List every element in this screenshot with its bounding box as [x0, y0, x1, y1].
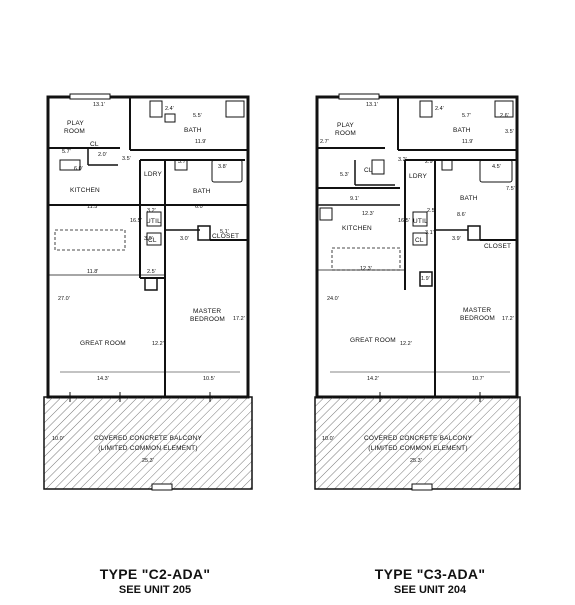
c2-subtitle: SEE UNIT 205 [118, 584, 192, 596]
c3-balcony-area [314, 396, 521, 490]
c3-balcony-label-2: (LIMITED COMMON ELEMENT) [368, 445, 467, 452]
c3-dim-123: 12.3' [362, 211, 374, 217]
c3-subtitle: SEE UNIT 204 [393, 584, 467, 596]
c2-dim-105: 10.5' [203, 376, 215, 382]
c3-dim-27: 2.7' [320, 139, 329, 145]
c3-dim-25: 2.5' [427, 208, 436, 214]
c2-play-room-label-2: ROOM [64, 128, 85, 135]
c3-dim-24: 2.4' [435, 106, 444, 112]
c3-dim-19: 1.9' [421, 276, 430, 282]
c2-dim-100: 10.0' [52, 436, 64, 442]
c3-great-room-label: GREAT ROOM [350, 337, 396, 344]
c3-dim-53: 5.3' [340, 172, 349, 178]
c3-cl2-label: CL [415, 237, 424, 244]
c3-dim-142: 14.2' [367, 376, 379, 382]
c2-bath-top-label: BATH [184, 127, 202, 134]
c2-dim-122: 12.2' [152, 341, 164, 347]
c3-dim-32: 3.2' [398, 157, 407, 163]
c3-dim-39: 3.9' [452, 236, 461, 242]
c2-dim-55: 5.5' [193, 113, 202, 119]
c3-dim-172: 17.2' [502, 316, 514, 322]
c2-dim-bath: 11.9' [195, 139, 206, 145]
c2-master-label: MASTER [193, 308, 221, 315]
c2-kitchen-label: KITCHEN [70, 187, 100, 194]
c2-bath-mid-label: BATH [193, 188, 211, 195]
c3-caption: TYPE "C3-ADA" SEE UNIT 204 [345, 566, 515, 596]
c2-dim-30: 3.0' [180, 236, 189, 242]
c3-dim-91: 9.1' [350, 196, 359, 202]
c3-dim-57: 5.7' [462, 113, 471, 119]
c2-title: TYPE "C2-ADA" [99, 566, 211, 582]
c3-dim-45: 4.5' [492, 164, 501, 170]
c2-dim-32: 3.2' [147, 208, 156, 214]
c2-dim-24: 2.4' [165, 106, 174, 112]
c3-dim-31: 3.1' [425, 230, 434, 236]
c3-dim-29: 2.9' [425, 159, 434, 165]
c3-dim-35: 3.5' [505, 129, 514, 135]
c2-dim-60b: 6.0' [195, 204, 204, 210]
c3-balcony-label: COVERED CONCRETE BALCONY [364, 435, 473, 442]
c2-dim-143: 14.3' [97, 376, 109, 382]
c3-master-label: MASTER [463, 307, 491, 314]
c2-outer-wall [46, 95, 250, 399]
c2-dim-39: 3.9' [144, 236, 153, 242]
c2-dim-51: 5.1' [220, 229, 229, 235]
c2-closet-label: CLOSET [212, 233, 239, 240]
plan-c2-ada [43, 93, 253, 491]
c3-dim-165: 16.5' [398, 218, 410, 224]
c3-dim-26: 2.6' [500, 113, 509, 119]
c3-closet-label: CLOSET [484, 243, 511, 250]
c2-dim-35: 3.5' [122, 156, 131, 162]
c3-master-label-2: BEDROOM [460, 315, 495, 322]
c2-balcony-area [43, 396, 253, 490]
c3-dim-122: 12.2' [400, 341, 412, 347]
c2-ldry-label: LDRY [144, 171, 162, 178]
c2-dim-270: 27.0' [58, 296, 70, 302]
c3-play-room-label-2: ROOM [335, 130, 356, 137]
c2-master-label-2: BEDROOM [190, 316, 225, 323]
c2-cl2-label: CL [148, 237, 157, 244]
c2-cl-label: CL [90, 141, 99, 148]
c3-dim-253: 25.3' [410, 458, 422, 464]
c3-dim-107: 10.7' [472, 376, 484, 382]
c3-dim-123b: 12.3' [360, 266, 372, 272]
c2-dim-25: 2.5' [147, 269, 156, 275]
c3-title: TYPE "C3-ADA" [374, 566, 486, 582]
c2-dim-37: 3.7' [178, 159, 187, 165]
c3-dim-119: 11.9' [462, 139, 473, 145]
c2-great-room-label: GREAT ROOM [80, 340, 126, 347]
c3-dim-100: 10.0' [322, 436, 334, 442]
c2-dim-253: 25.3' [142, 458, 154, 464]
c3-play-room-label: PLAY [337, 122, 354, 129]
c3-bath-mid-label: BATH [460, 195, 478, 202]
c3-dim-top: 13.1' [366, 102, 378, 108]
c2-play-room-label: PLAY [67, 120, 84, 127]
c3-ldry-label: LDRY [409, 173, 427, 180]
c2-dim-60: 6.0' [74, 166, 83, 172]
c3-util-label: UTIL [413, 218, 428, 225]
plan-c3-labels: PLAY ROOM BATH CL LDRY BATH KITCHEN UTIL… [320, 102, 515, 464]
plan-c3-ada [314, 93, 521, 491]
c3-dim-86: 8.6' [457, 212, 466, 218]
c3-kitchen-label: KITCHEN [342, 225, 372, 232]
c3-bath-top-label: BATH [453, 127, 471, 134]
c3-dim-75: 7.5' [506, 186, 515, 192]
c2-balcony-label: COVERED CONCRETE BALCONY [94, 435, 203, 442]
c2-dim-172: 17.2' [233, 316, 245, 322]
c2-dim-top: 13.1' [93, 102, 105, 108]
c2-dim-115: 11.5' [87, 204, 98, 210]
c2-util-label: UTIL [146, 218, 161, 225]
c3-cl-label: CL [364, 167, 373, 174]
c2-balcony-label-2: (LIMITED COMMON ELEMENT) [98, 445, 197, 452]
c2-dim-118: 11.8' [87, 269, 98, 275]
c2-dim-20: 2.0' [98, 152, 107, 158]
c2-dim-38: 3.8' [218, 164, 227, 170]
c2-caption: TYPE "C2-ADA" SEE UNIT 205 [70, 566, 240, 596]
c2-dim-165: 16.5' [130, 218, 142, 224]
plan-c2-labels: PLAY ROOM BATH CL KITCHEN LDRY BATH UTIL… [52, 102, 245, 464]
c2-dim-57: 5.7' [62, 149, 71, 155]
c3-dim-240: 24.0' [327, 296, 339, 302]
